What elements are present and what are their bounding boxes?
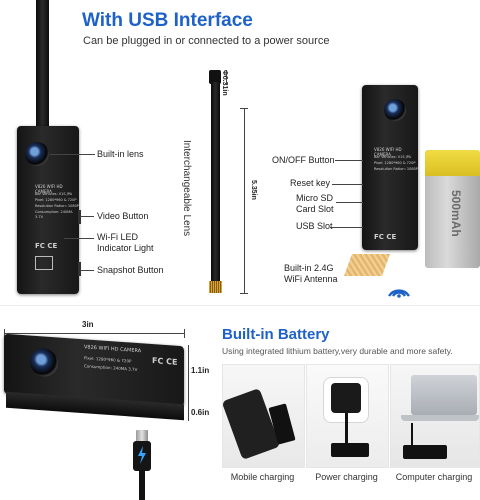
left-camera-spec: Pixel: 1280*960 & 720P xyxy=(35,198,77,202)
label-micro-sd-2: Card Slot xyxy=(296,204,334,214)
right-camera-spec: Bar Vehicles: V1S JPA xyxy=(374,155,411,159)
divider xyxy=(0,305,480,306)
phone-icon xyxy=(223,388,281,460)
lens-module-ribbon xyxy=(211,82,220,282)
dimension-lens-length: 5.35in xyxy=(250,180,257,200)
label-wifi-led-1: Wi-Fi LED xyxy=(97,232,138,242)
battery-label-band xyxy=(425,150,480,176)
left-camera-spec: Consumption: 240MA 3.7V xyxy=(35,210,73,219)
usb-subtitle: Can be plugged in or connected to a powe… xyxy=(83,35,330,47)
caption-computer-charging: Computer charging xyxy=(395,472,473,482)
label-snapshot-button: Snapshot Button xyxy=(97,265,164,275)
lens-module-head xyxy=(209,70,221,84)
label-onoff-button: ON/OFF Button xyxy=(272,155,335,165)
caption-power-charging: Power charging xyxy=(315,472,378,482)
wall-adapter-icon xyxy=(331,383,361,413)
label-built-in-lens: Built-in lens xyxy=(97,149,144,159)
label-micro-sd-1: Micro SD xyxy=(296,193,334,203)
lightning-icon xyxy=(138,446,146,464)
left-camera-header: V826 WIFI HD CAMERA xyxy=(35,184,63,194)
antenna-patch xyxy=(343,254,391,276)
label-wifi-led-2: Indicator Light xyxy=(97,243,154,253)
label-interchangeable-lens: Interchangeable Lens xyxy=(181,140,192,237)
label-usb-slot: USB Slot xyxy=(296,221,333,231)
left-camera-qr-box xyxy=(35,256,53,270)
mini-camera xyxy=(331,443,369,457)
right-camera-body: V826 WIFI HD CAMERA Bar Vehicles: V1S JP… xyxy=(362,85,418,250)
battery-pack: 500mAh xyxy=(425,150,480,268)
photo-power-charging xyxy=(306,364,389,468)
usb-cable xyxy=(139,470,145,500)
side-view-cert: FC CE xyxy=(152,356,178,367)
camera-ribbon-cable xyxy=(36,0,49,128)
usb-connector xyxy=(136,430,148,442)
right-camera-spec: Pixel: 1280*960 & 720P xyxy=(374,161,416,165)
photo-computer-charging xyxy=(390,364,480,468)
right-camera-cert: FC CE xyxy=(374,233,397,241)
side-view-header: V826 WIFI HD CAMERA xyxy=(84,344,142,355)
left-camera-spec: Bar Vehicles: V1S JPA xyxy=(35,192,72,196)
dimension-height: 1.1in xyxy=(191,366,210,375)
left-camera-side-button xyxy=(78,262,81,276)
left-camera-side-button xyxy=(78,210,81,224)
battery-capacity: 500mAh xyxy=(449,190,463,237)
laptop-base xyxy=(401,415,479,421)
dimension-depth: 0.6in xyxy=(191,408,210,417)
right-camera-spec: Resolution Ration: 1080P xyxy=(374,167,418,171)
caption-mobile-charging: Mobile charging xyxy=(230,472,295,482)
left-camera-cert: FC CE xyxy=(35,242,58,250)
laptop-icon xyxy=(411,375,477,415)
label-antenna-2: WiFi Antenna xyxy=(284,274,338,284)
label-antenna-1: Built-in 2.4G xyxy=(284,263,334,273)
battery-subtitle: Using integrated lithium battery,very du… xyxy=(222,346,453,356)
left-camera-spec: Resolution Ration: 1080P xyxy=(35,204,79,208)
left-camera-lens xyxy=(25,142,49,166)
label-video-button: Video Button xyxy=(97,211,149,221)
battery-title: Built-in Battery xyxy=(222,326,330,343)
side-view-spec: Consumption: 240MA 3.7V xyxy=(84,363,138,373)
photo-mobile-charging xyxy=(222,364,305,468)
right-camera-header: V826 WIFI HD CAMERA xyxy=(374,147,402,157)
label-reset-key: Reset key xyxy=(290,178,331,188)
left-camera-body: V826 WIFI HD CAMERA Bar Vehicles: V1S JP… xyxy=(17,126,79,294)
charging-cable xyxy=(411,423,413,449)
side-view-spec: Pixel: 1280*960 & 720P xyxy=(84,355,132,364)
wifi-signal-icon xyxy=(388,289,410,298)
side-view-lens xyxy=(30,347,58,378)
dimension-width: 3in xyxy=(82,320,94,329)
right-camera-lens xyxy=(384,99,406,121)
usb-title: With USB Interface xyxy=(82,10,253,31)
charging-cable xyxy=(345,413,348,449)
mini-camera xyxy=(403,445,447,459)
lens-module-connector xyxy=(209,281,222,293)
